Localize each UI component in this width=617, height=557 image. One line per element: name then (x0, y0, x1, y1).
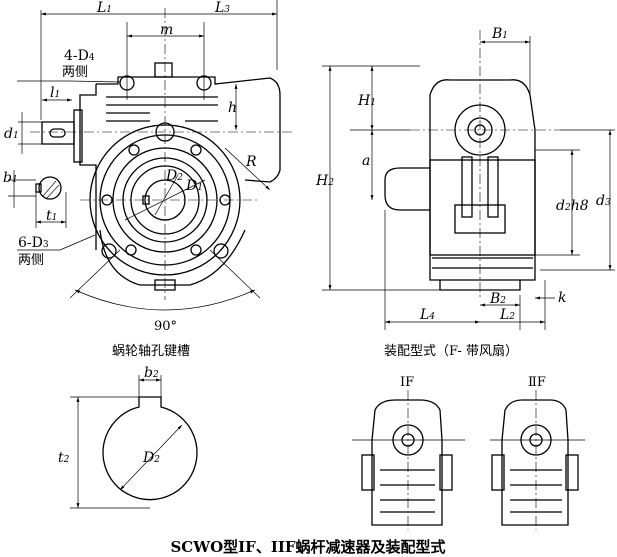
assembly-IIF (490, 390, 585, 530)
dim-h: h (228, 100, 237, 116)
assembly-title: 装配型式（F- 带风扇） (384, 343, 518, 359)
angle-90: 90° (154, 319, 177, 334)
dim-D2-keyway: D2 (142, 450, 160, 466)
dim-H1: H1 (357, 93, 376, 109)
dim-D2: D2 (165, 168, 183, 184)
label-D4-note: 两侧 (62, 65, 88, 80)
dim-b1: b1 (3, 170, 18, 186)
dim-d2h8: d2h8 (556, 198, 589, 214)
figure-caption: SCWO型IF、IIF蜗杆减速器及装配型式 (170, 538, 445, 556)
dim-L1: L1 (96, 0, 112, 16)
dim-L2: L2 (499, 307, 515, 323)
dim-L4: L4 (419, 307, 435, 323)
assembly-IF (352, 390, 465, 530)
dim-d1: d1 (4, 126, 19, 142)
keyway-section (70, 375, 198, 509)
label-4-D4: 4-D4 (64, 48, 95, 64)
dim-L3: L3 (214, 0, 230, 16)
dim-t2: t2 (58, 450, 70, 466)
dim-l1: l1 (50, 85, 60, 101)
dim-R: R (245, 154, 257, 170)
front-view (8, 0, 292, 311)
dim-t1: t1 (46, 208, 57, 224)
dim-d3: d3 (596, 193, 611, 209)
dim-b2: b2 (144, 365, 159, 381)
dim-a: a (362, 153, 370, 169)
assembly-type-IF: ⅠF (400, 375, 414, 390)
dim-D1: D1 (185, 178, 203, 194)
dim-B1: B1 (491, 26, 508, 42)
label-D3-note: 两侧 (18, 253, 44, 268)
dim-m: m (160, 22, 173, 38)
dim-k: k (558, 290, 566, 306)
dim-B2: B2 (489, 291, 506, 307)
keyway-title: 蜗轮轴孔键槽 (112, 343, 190, 359)
side-view (322, 30, 615, 330)
assembly-type-IIF: ⅡF (528, 375, 546, 390)
dim-H2: H2 (315, 173, 334, 189)
label-6-D3: 6-D3 (18, 235, 49, 251)
